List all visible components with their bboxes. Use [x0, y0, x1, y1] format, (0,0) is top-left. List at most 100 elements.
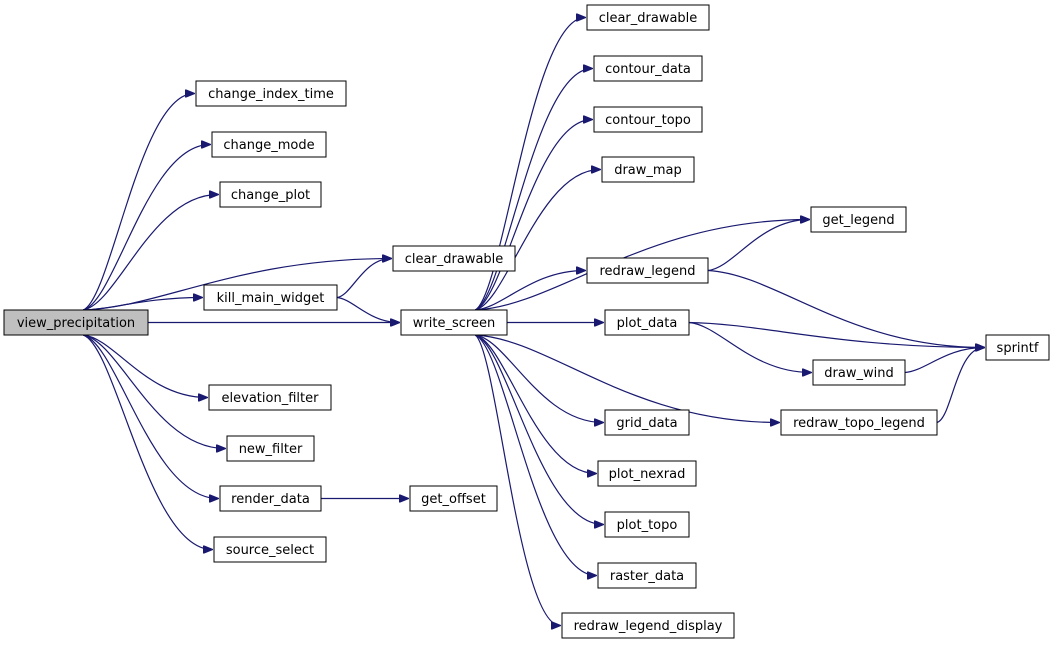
node-box	[604, 511, 690, 538]
node-change-mode[interactable]: change_mode	[211, 131, 327, 158]
node-source-select[interactable]: source_select	[213, 536, 327, 563]
node-label: plot_data	[617, 316, 678, 331]
edge-plot_data-to-sprintf	[688, 321, 984, 348]
node-label: get_offset	[421, 492, 486, 507]
edge-write_screen-to-redraw_legend_display	[474, 334, 560, 626]
node-label: redraw_topo_legend	[793, 416, 925, 431]
node-box	[810, 206, 907, 233]
node-plot-topo[interactable]: plot_topo	[604, 511, 690, 538]
edge-draw_wind-to-sprintf	[904, 348, 984, 374]
node-clear-drawable-b[interactable]: clear_drawable	[586, 4, 710, 31]
node-contour-data[interactable]: contour_data	[593, 55, 703, 82]
node-box	[561, 612, 735, 639]
node-redraw-legend-display[interactable]: redraw_legend_display	[561, 612, 735, 639]
node-label: contour_data	[605, 62, 691, 77]
node-label: clear_drawable	[405, 252, 504, 267]
node-plot-nexrad[interactable]: plot_nexrad	[597, 460, 697, 487]
edge-write_screen-to-contour_topo	[474, 120, 592, 311]
node-label: sprintf	[997, 341, 1039, 356]
node-clear-drawable-a[interactable]: clear_drawable	[392, 245, 516, 272]
node-box	[604, 409, 690, 436]
node-box	[593, 55, 703, 82]
node-contour-topo[interactable]: contour_topo	[593, 106, 703, 133]
edge-plot_data-to-draw_wind	[688, 321, 811, 373]
node-label: change_index_time	[208, 87, 334, 102]
edge-redraw_topo_legend-to-sprintf	[936, 348, 984, 424]
node-label: draw_map	[614, 163, 682, 178]
node-box	[409, 485, 498, 512]
node-box	[195, 80, 347, 107]
node-kill-main-widget[interactable]: kill_main_widget	[203, 284, 338, 311]
node-label: write_screen	[413, 316, 495, 331]
node-box	[203, 284, 338, 311]
edge-view_precipitation-to-elevation_filter	[83, 334, 207, 398]
node-label: elevation_filter	[222, 391, 320, 406]
node-box	[586, 4, 710, 31]
node-label: source_select	[226, 543, 314, 558]
edge-write_screen-to-grid_data	[475, 334, 603, 423]
edge-view_precipitation-to-source_select	[82, 334, 212, 550]
node-label: kill_main_widget	[217, 291, 325, 306]
node-label: change_mode	[223, 138, 314, 153]
node-label: clear_drawable	[599, 11, 698, 26]
edge-write_screen-to-redraw_topo_legend	[475, 334, 779, 423]
node-label: grid_data	[616, 416, 677, 431]
edge-view_precipitation-to-change_mode	[83, 145, 210, 311]
edge-view_precipitation-to-render_data	[83, 334, 218, 499]
node-box	[586, 257, 709, 284]
edge-write_screen-to-plot_topo	[474, 334, 603, 525]
node-label: new_filter	[239, 442, 303, 457]
node-redraw-topo-legend[interactable]: redraw_topo_legend	[780, 409, 938, 436]
node-draw-map[interactable]: draw_map	[601, 156, 695, 183]
node-write-screen[interactable]: write_screen	[400, 309, 508, 336]
edge-write_screen-to-draw_map	[475, 170, 600, 311]
edge-view_precipitation-to-new_filter	[83, 334, 225, 449]
node-box	[601, 156, 695, 183]
node-label: view_precipitation	[17, 316, 135, 331]
node-box	[780, 409, 938, 436]
edge-view_precipitation-to-change_index_time	[82, 94, 194, 311]
node-label: plot_nexrad	[609, 467, 686, 482]
node-box	[208, 384, 332, 411]
node-change-index-time[interactable]: change_index_time	[195, 80, 347, 107]
edge-redraw_legend-to-get_legend	[707, 220, 809, 272]
edge-write_screen-to-redraw_legend	[475, 271, 585, 311]
node-change-plot[interactable]: change_plot	[219, 181, 322, 208]
node-box	[593, 106, 703, 133]
edge-redraw_legend-to-sprintf	[707, 269, 984, 348]
node-elevation-filter[interactable]: elevation_filter	[208, 384, 332, 411]
node-sprintf[interactable]: sprintf	[985, 334, 1050, 361]
edge-kill_main_widget-to-write_screen	[336, 296, 399, 323]
node-raster-data[interactable]: raster_data	[597, 562, 697, 589]
node-box	[604, 309, 690, 336]
node-render-data[interactable]: render_data	[219, 485, 322, 512]
node-grid-data[interactable]: grid_data	[604, 409, 690, 436]
node-box	[219, 485, 322, 512]
node-label: plot_topo	[617, 518, 678, 533]
node-draw-wind[interactable]: draw_wind	[812, 359, 906, 386]
node-box	[597, 460, 697, 487]
node-box	[985, 334, 1050, 361]
node-view-precipitation[interactable]: view_precipitation	[3, 309, 149, 336]
node-plot-data[interactable]: plot_data	[604, 309, 690, 336]
node-new-filter[interactable]: new_filter	[226, 435, 315, 462]
edge-layer	[82, 18, 984, 626]
node-box	[213, 536, 327, 563]
node-label: redraw_legend	[599, 264, 695, 279]
node-redraw-legend[interactable]: redraw_legend	[586, 257, 709, 284]
node-label: contour_topo	[605, 113, 691, 128]
edge-view_precipitation-to-change_plot	[83, 195, 218, 311]
edge-kill_main_widget-to-clear_drawable_a	[336, 259, 391, 299]
node-box	[226, 435, 315, 462]
node-box	[400, 309, 508, 336]
node-box	[3, 309, 149, 336]
edge-view_precipitation-to-kill_main_widget	[83, 298, 202, 311]
node-layer: view_precipitation change_index_timechang…	[3, 4, 1050, 639]
edge-write_screen-to-clear_drawable_b	[474, 18, 585, 311]
node-box	[597, 562, 697, 589]
node-get-offset[interactable]: get_offset	[409, 485, 498, 512]
node-label: draw_wind	[824, 366, 893, 381]
node-label: raster_data	[610, 569, 684, 584]
node-box	[219, 181, 322, 208]
node-get-legend[interactable]: get_legend	[810, 206, 907, 233]
